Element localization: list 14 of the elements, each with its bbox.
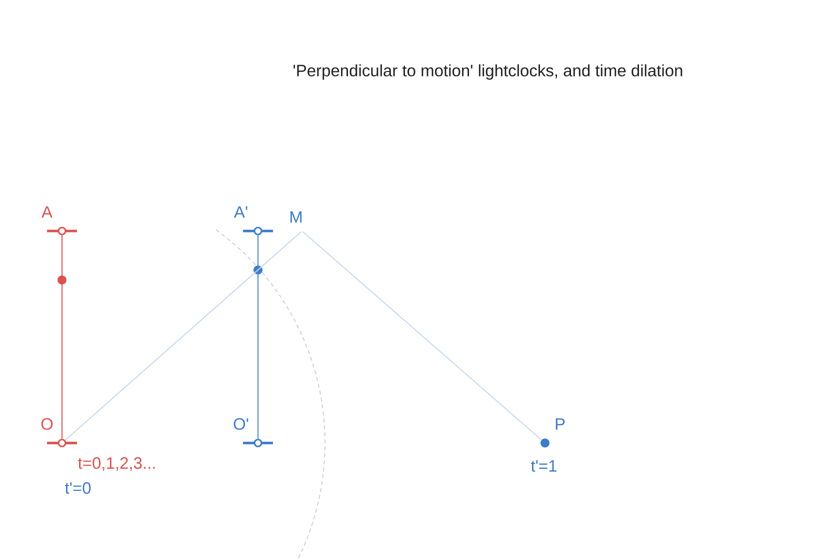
time-label: t=0,1,2,3... [78, 457, 155, 471]
time-label: t'=1 [530, 460, 556, 472]
point-label: A [42, 206, 52, 218]
title: 'Perpendicular to motion' lightclocks, and time dilation [294, 64, 682, 80]
point-label: O' [234, 418, 248, 430]
point-dot [254, 266, 262, 274]
point-label: O [41, 418, 53, 430]
time-label: t'=0 [64, 482, 91, 494]
point-label: P [556, 418, 565, 430]
point-label: M [290, 211, 302, 223]
point-dot [58, 276, 66, 284]
point-label: A' [234, 206, 248, 218]
line [302, 231, 542, 440]
line [64, 231, 302, 441]
